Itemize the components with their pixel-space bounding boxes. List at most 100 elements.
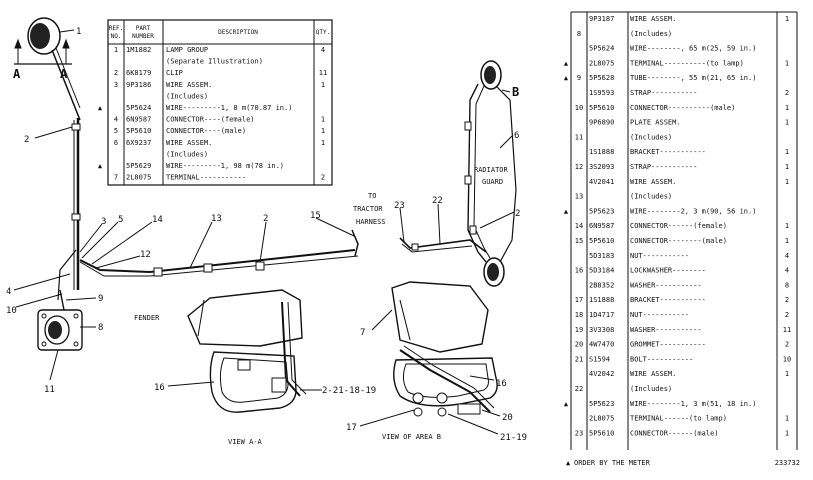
- row-ref: 16: [575, 267, 583, 275]
- callout-3: 3: [101, 217, 106, 227]
- lamp-top: [27, 17, 61, 55]
- col-part-header-2: NUMBER: [132, 33, 154, 40]
- row-ref: 6: [114, 139, 118, 147]
- row-part-number: S1594: [589, 355, 610, 363]
- row-description: BRACKET-----------: [630, 296, 706, 304]
- row-quantity: 2: [785, 89, 789, 97]
- callout-11: 11: [44, 385, 55, 395]
- row-part-number: 2B8352: [589, 281, 614, 289]
- row-part-number: 5P5610: [126, 127, 151, 135]
- row-description: (Includes): [630, 193, 672, 201]
- row-ref: 12: [575, 163, 583, 171]
- row-quantity: 10: [783, 355, 791, 363]
- row-description: NUT-----------: [630, 252, 689, 260]
- callout-5: 5: [118, 215, 123, 225]
- row-ref: 2: [114, 69, 118, 77]
- row-quantity: 1: [321, 127, 325, 135]
- row-part-number: 6X9237: [126, 139, 151, 147]
- row-description: CONNECTOR--------(male): [630, 237, 727, 245]
- callout-12: 12: [140, 250, 151, 260]
- row-quantity: 1: [785, 370, 789, 378]
- row-description: WIRE ASSEM.: [630, 370, 676, 378]
- row-ref: 20: [575, 341, 583, 349]
- row-quantity: 2: [321, 174, 325, 182]
- row-quantity: 1: [785, 178, 789, 186]
- row-description: WIRE ASSEM.: [630, 15, 676, 23]
- row-part-number: 3S2093: [589, 163, 614, 171]
- row-part-number: 4V2041: [589, 178, 614, 186]
- row-description: WIRE--------2, 3 m(90, 56 in.): [630, 207, 756, 215]
- row-description: CONNECTOR----(male): [166, 127, 246, 135]
- row-description: LOCKWASHER--------: [630, 267, 706, 275]
- row-quantity: 1: [321, 116, 325, 124]
- row-part-number: 2L8075: [126, 174, 151, 182]
- row-part-number: 1S9593: [589, 89, 614, 97]
- row-description: CONNECTOR----(female): [166, 116, 255, 124]
- row-quantity: 4: [321, 46, 325, 54]
- row-part-number: 5D3184: [589, 267, 614, 275]
- callout-15: 15: [310, 211, 321, 221]
- to-label-2: TRACTOR: [353, 205, 383, 213]
- row-part-number: 5P5610: [589, 237, 614, 245]
- row-part-number: 5P5610: [589, 429, 614, 437]
- row-part-number: 9P3186: [126, 81, 151, 89]
- radiator-label-1: RADIATOR: [474, 166, 509, 174]
- row-description: PLATE ASSEM.: [630, 119, 681, 127]
- row-quantity: 1: [785, 148, 789, 156]
- row-part-number: 5P5610: [589, 104, 614, 112]
- lamp-harness-drawing: A A: [6, 17, 359, 395]
- row-part-number: 4W7470: [589, 341, 614, 349]
- radiator-guard-drawing: B 6 RADIATOR GUARD 2 22 23 TO TRACTOR HA…: [353, 60, 520, 287]
- row-ref: 13: [575, 193, 583, 201]
- callout-22: 22: [432, 196, 443, 206]
- callout-2-21-18-19: 2-21-18-19: [322, 386, 376, 396]
- row-ref: 3: [114, 81, 118, 89]
- order-by-meter-mark: ▲: [98, 104, 103, 112]
- row-description: NUT-----------: [630, 311, 689, 319]
- row-part-number: 1S1888: [589, 148, 614, 156]
- order-by-meter-mark: ▲: [564, 59, 569, 67]
- callout-2a: 2: [24, 135, 29, 145]
- row-description: WIRE---------1, 98 m(78 in.): [166, 162, 284, 170]
- row-ref: 10: [575, 104, 583, 112]
- row-part-number: 1S1888: [589, 296, 614, 304]
- row-description: WIRE--------, 65 m(25, 59 in.): [630, 45, 756, 53]
- row-ref: 7: [114, 174, 118, 182]
- drawing-number: 233732: [775, 459, 800, 467]
- row-ref: 4: [114, 116, 118, 124]
- row-description: BRACKET-----------: [630, 148, 706, 156]
- row-quantity: 11: [783, 326, 791, 334]
- row-quantity: 11: [319, 69, 327, 77]
- row-description: (Includes): [630, 30, 672, 38]
- row-part-number: 5P5629: [126, 162, 151, 170]
- row-description: (Includes): [166, 150, 208, 158]
- callout-16b: 16: [496, 379, 507, 389]
- row-quantity: 8: [785, 281, 789, 289]
- lamp-radiator-top: [480, 60, 502, 90]
- row-quantity: 1: [785, 429, 789, 437]
- callout-2c: 2: [515, 209, 520, 219]
- row-part-number: 5P5623: [589, 400, 614, 408]
- row-description: WIRE---------1, 8 m(70.87 in.): [166, 104, 292, 112]
- row-quantity: 1: [785, 59, 789, 67]
- row-part-number: 1M1882: [126, 46, 151, 54]
- callout-6: 6: [514, 131, 519, 141]
- row-description: (Includes): [630, 385, 672, 393]
- row-ref: 21: [575, 355, 583, 363]
- callout-4: 4: [6, 287, 11, 297]
- lamp-plate: [44, 315, 70, 345]
- row-quantity: 1: [785, 415, 789, 423]
- row-ref: 11: [575, 133, 583, 141]
- row-part-number: 5D3183: [589, 252, 614, 260]
- to-label-1: TO: [368, 192, 376, 200]
- col-ref-header: REF.: [109, 25, 123, 32]
- row-part-number: 5P5624: [126, 104, 151, 112]
- row-description: (Separate Illustration): [166, 58, 263, 66]
- row-ref: 14: [575, 222, 583, 230]
- row-quantity: 1: [785, 222, 789, 230]
- row-ref: 17: [575, 296, 583, 304]
- row-description: TUBE--------, 55 m(21, 65 in.): [630, 74, 756, 82]
- row-quantity: 1: [321, 139, 325, 147]
- row-part-number: 5P5628: [589, 74, 614, 82]
